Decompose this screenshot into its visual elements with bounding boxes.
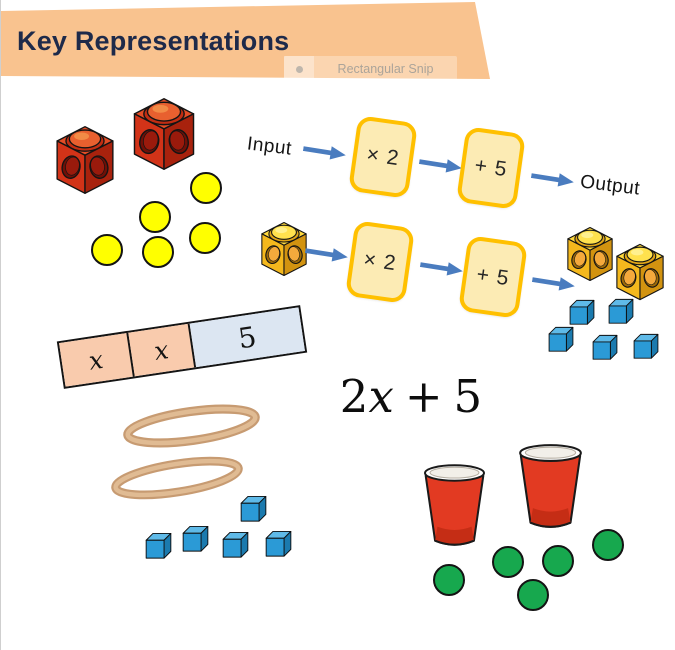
arrow-right-icon: [530, 168, 575, 189]
expression-2x-plus-5: 2x+5: [311, 370, 511, 423]
yellow-counter: [91, 234, 123, 266]
blue-cube-icon: [145, 533, 172, 559]
expression-variable: x: [368, 370, 394, 423]
bar-cell-x: x: [128, 323, 197, 377]
blue-cube-icon: [633, 333, 659, 359]
op-label: + 5: [473, 153, 509, 182]
yellow-counter: [142, 236, 174, 268]
green-counter: [592, 529, 624, 561]
green-counter: [542, 545, 574, 577]
machine-op-card-plus5: + 5: [458, 235, 528, 319]
rubber-band-icon: [117, 394, 267, 458]
snip-tooltip-label: Rectangular Snip: [337, 62, 434, 76]
yellow-cube-icon: [261, 221, 307, 276]
blue-cube-icon: [569, 299, 595, 325]
blue-cube-icon: [548, 326, 574, 352]
title-banner: Key Representations: [1, 2, 490, 79]
blue-cube-icon: [592, 334, 618, 360]
green-counter: [517, 579, 549, 611]
snip-mode-icon: [284, 56, 314, 82]
bar-cell-5: 5: [189, 307, 305, 368]
yellow-counter: [189, 222, 221, 254]
arrow-right-icon: [419, 257, 464, 278]
blue-cube-icon: [182, 526, 209, 552]
yellow-counter: [190, 172, 222, 204]
blue-cube-icon: [608, 298, 634, 324]
machine-input-label: Input: [245, 133, 293, 160]
machine-op-card-plus5: + 5: [456, 126, 526, 210]
red-cup-icon: [519, 444, 582, 528]
green-counter: [492, 546, 524, 578]
op-label: × 2: [362, 247, 398, 276]
yellow-cube-icon: [567, 226, 613, 281]
expression-operator: +: [404, 370, 443, 423]
yellow-counter: [139, 201, 171, 233]
expression-coefficient: 2: [339, 370, 369, 423]
red-cup-icon: [424, 464, 485, 546]
arrow-right-icon: [418, 154, 463, 175]
bar-model: x x 5: [56, 305, 308, 389]
machine-op-card-times2: × 2: [345, 220, 415, 304]
red-cube-icon: [56, 126, 114, 195]
machine-op-card-times2: × 2: [348, 115, 418, 199]
arrow-right-icon: [302, 141, 347, 162]
blue-cube-icon: [222, 532, 249, 558]
snip-tooltip[interactable]: Rectangular Snip: [284, 56, 457, 82]
green-counter: [433, 564, 465, 596]
blue-cube-icon: [240, 496, 267, 522]
op-label: + 5: [475, 262, 511, 291]
bar-cell-x: x: [59, 332, 135, 387]
blue-cube-icon: [265, 531, 292, 557]
op-label: × 2: [365, 142, 401, 171]
machine-output-label: Output: [579, 171, 642, 200]
yellow-cube-icon: [616, 243, 664, 301]
page-title: Key Representations: [17, 26, 290, 56]
expression-constant: 5: [453, 370, 483, 423]
red-cube-icon: [133, 98, 195, 170]
